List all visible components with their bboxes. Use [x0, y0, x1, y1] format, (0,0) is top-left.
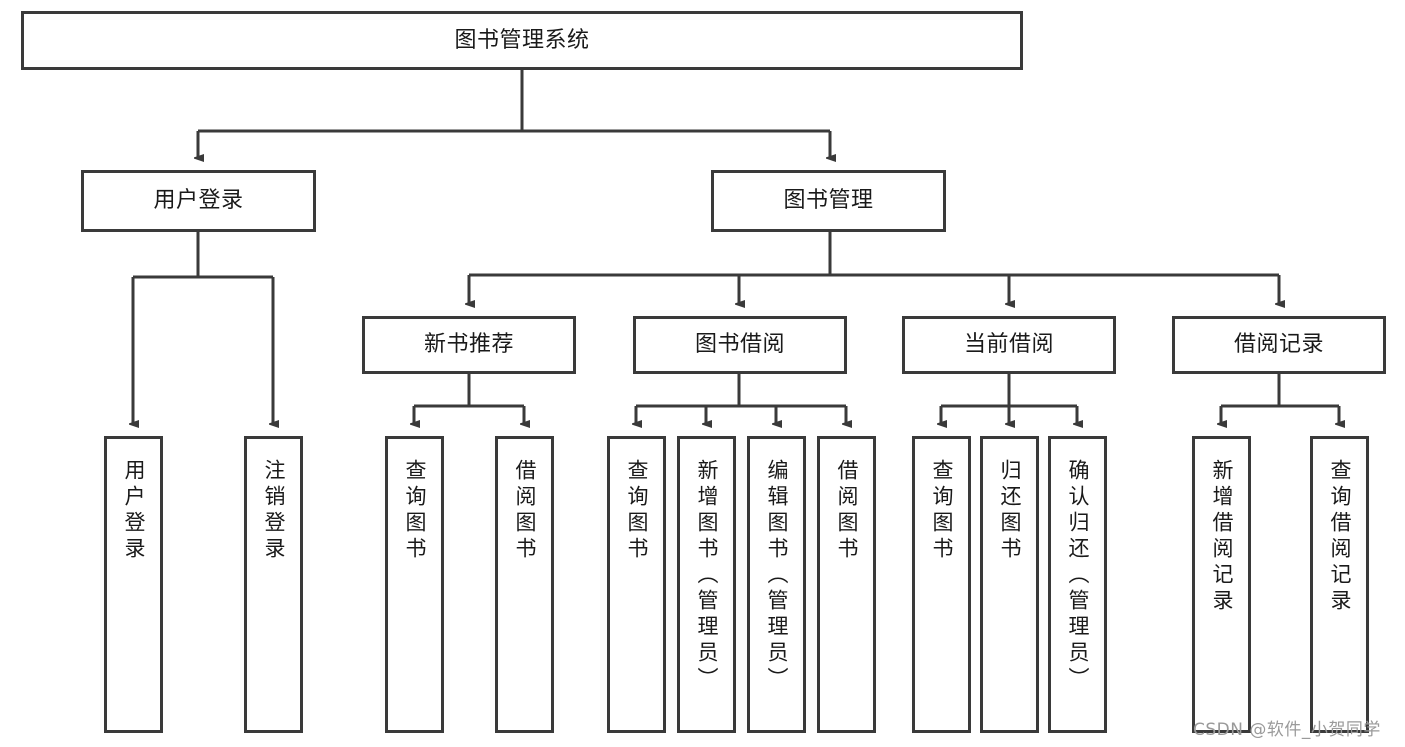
node-label: 查询图书 — [930, 459, 954, 563]
node-label: 编辑图书（管理员） — [765, 459, 789, 693]
node-label: 注销登录 — [262, 459, 286, 563]
node-label: 确认归还（管理员） — [1066, 459, 1090, 693]
node-new-book-recommend[interactable]: 新书推荐 — [362, 316, 576, 374]
node-leaf-borrow-book-1[interactable]: 借阅图书 — [495, 436, 554, 733]
node-leaf-confirm-return[interactable]: 确认归还（管理员） — [1048, 436, 1107, 733]
node-label: 借阅图书 — [513, 459, 537, 563]
node-leaf-user-login[interactable]: 用户登录 — [104, 436, 163, 733]
node-label: 新增借阅记录 — [1210, 459, 1234, 615]
node-book-management[interactable]: 图书管理 — [711, 170, 946, 232]
csdn-watermark: CSDN @软件_小贺同学 — [1193, 720, 1381, 740]
node-leaf-add-record[interactable]: 新增借阅记录 — [1192, 436, 1251, 733]
node-label: 归还图书 — [998, 459, 1022, 563]
node-label: 查询图书 — [403, 459, 427, 563]
node-leaf-add-book[interactable]: 新增图书（管理员） — [677, 436, 736, 733]
node-leaf-borrow-book-2[interactable]: 借阅图书 — [817, 436, 876, 733]
node-label: 新增图书（管理员） — [695, 459, 719, 693]
node-leaf-logout-login[interactable]: 注销登录 — [244, 436, 303, 733]
node-user-login[interactable]: 用户登录 — [81, 170, 316, 232]
node-label: 借阅图书 — [835, 459, 859, 563]
node-current-borrow[interactable]: 当前借阅 — [902, 316, 1116, 374]
node-label: 图书管理系统 — [454, 27, 590, 53]
node-label: 借阅记录 — [1233, 332, 1324, 357]
node-leaf-query-book-1[interactable]: 查询图书 — [385, 436, 444, 733]
node-leaf-edit-book[interactable]: 编辑图书（管理员） — [747, 436, 806, 733]
node-leaf-query-book-2[interactable]: 查询图书 — [607, 436, 666, 733]
node-leaf-query-record[interactable]: 查询借阅记录 — [1310, 436, 1369, 733]
node-book-borrow[interactable]: 图书借阅 — [633, 316, 847, 374]
node-root-book-management-system[interactable]: 图书管理系统 — [21, 11, 1023, 70]
node-leaf-return-book[interactable]: 归还图书 — [980, 436, 1039, 733]
node-label: 用户登录 — [122, 459, 146, 563]
node-label: 图书借阅 — [694, 332, 785, 357]
node-label: 图书管理 — [783, 188, 874, 213]
node-label: 查询借阅记录 — [1328, 459, 1352, 615]
node-label: 新书推荐 — [423, 332, 514, 357]
node-label: 查询图书 — [625, 459, 649, 563]
node-borrow-record[interactable]: 借阅记录 — [1172, 316, 1386, 374]
node-label: 用户登录 — [153, 188, 244, 213]
node-label: 当前借阅 — [963, 332, 1054, 357]
node-leaf-query-book-3[interactable]: 查询图书 — [912, 436, 971, 733]
